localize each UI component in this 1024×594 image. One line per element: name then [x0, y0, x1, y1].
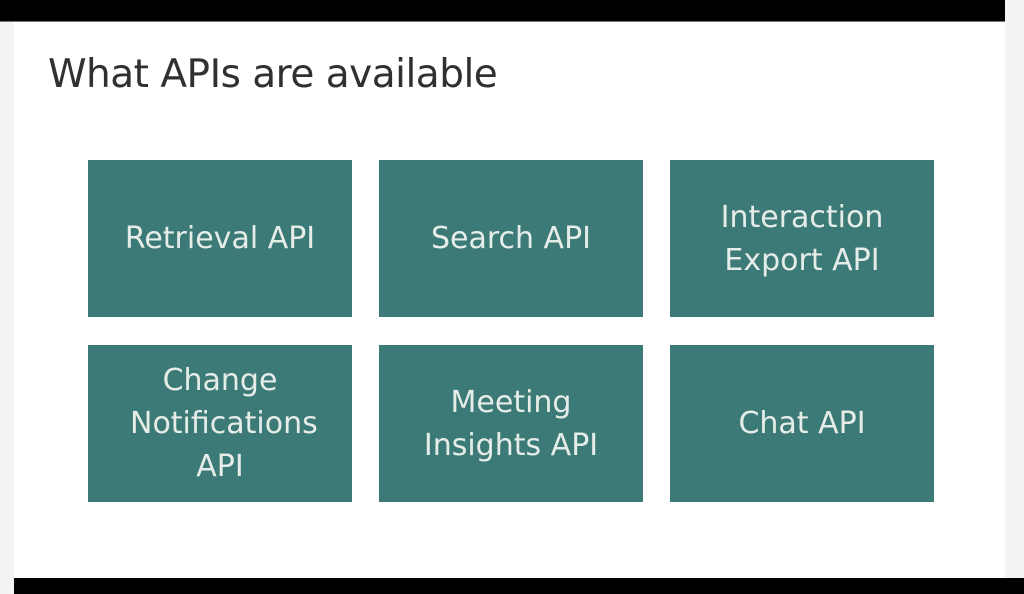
tile-change-notifications-api[interactable]: Change Notifications API	[88, 345, 352, 502]
tile-label: Interaction Export API	[720, 199, 884, 278]
bottom-letterbox-bar	[14, 578, 1024, 594]
tile-label: Meeting Insights API	[423, 384, 599, 463]
tile-label: Retrieval API	[124, 221, 316, 256]
tile-retrieval-api[interactable]: Retrieval API	[88, 160, 352, 317]
tile-label: Search API	[430, 221, 592, 256]
tile-chat-api[interactable]: Chat API	[670, 345, 934, 502]
tile-label: Chat API	[738, 406, 866, 441]
slide-title: What APIs are available	[48, 52, 498, 97]
tile-meeting-insights-api[interactable]: Meeting Insights API	[379, 345, 643, 502]
slide: What APIs are available Retrieval API Se…	[14, 22, 1005, 578]
top-letterbox-bar	[0, 0, 1005, 22]
tile-label: Change Notifications API	[130, 363, 318, 484]
tile-search-api[interactable]: Search API	[379, 160, 643, 317]
tile-interaction-export-api[interactable]: Interaction Export API	[670, 160, 934, 317]
